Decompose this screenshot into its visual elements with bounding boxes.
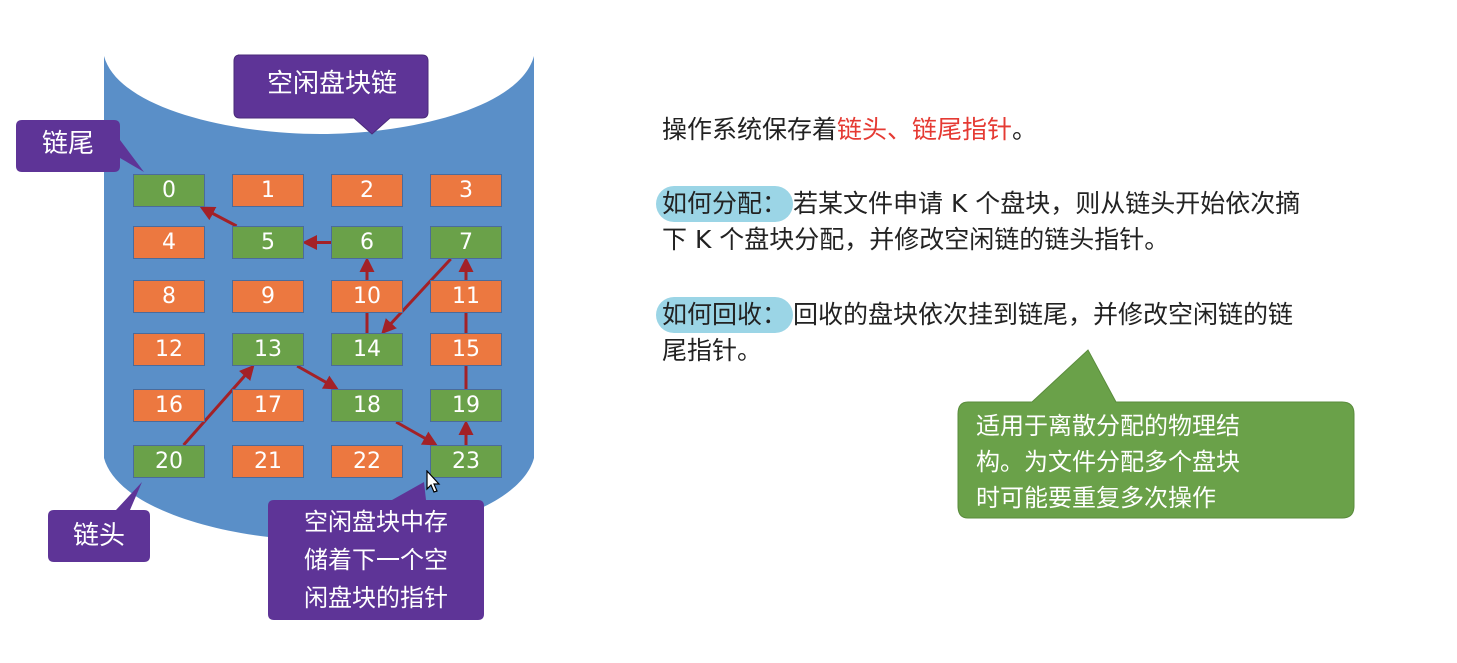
intro-line: 操作系统保存着链头、链尾指针。 xyxy=(662,112,1037,148)
disk-block-7: 7 xyxy=(430,226,502,259)
intro-prefix: 操作系统保存着 xyxy=(662,115,838,144)
disk-drawing xyxy=(104,56,534,540)
disk-block-21: 21 xyxy=(232,445,304,478)
note-callout-shape xyxy=(957,349,1355,519)
free-chain-title: 空闲盘块链 xyxy=(266,69,397,99)
note-line-2: 构。为文件分配多个盘块 xyxy=(976,448,1240,476)
head-callout-shape xyxy=(48,482,150,562)
chain-arrow-7-to-14 xyxy=(381,257,452,335)
tail-label: 链尾 xyxy=(41,129,94,159)
recycle-line-2: 尾指针。 xyxy=(662,336,763,365)
recycle-paragraph: 如何回收：回收的盘块依次挂到链尾，并修改空闲链的链 尾指针。 xyxy=(656,297,1294,369)
disk-block-0: 0 xyxy=(133,174,205,207)
disk-block-3: 3 xyxy=(430,174,502,207)
recycle-label: 如何回收： xyxy=(656,297,794,333)
disk-block-2: 2 xyxy=(331,174,403,207)
disk-block-12: 12 xyxy=(133,333,205,366)
chain-arrow-18-to-23 xyxy=(395,420,438,446)
disk-block-16: 16 xyxy=(133,389,205,422)
disk-block-5: 5 xyxy=(232,226,304,259)
disk-block-10: 10 xyxy=(331,280,403,313)
disk-block-18: 18 xyxy=(331,389,403,422)
disk-block-23: 23 xyxy=(430,445,502,478)
pointer-note: 空闲盘块中存 储着下一个空 闲盘块的指针 xyxy=(270,503,482,617)
note-text: 适用于离散分配的物理结 构。为文件分配多个盘块 时可能要重复多次操作 xyxy=(976,408,1346,516)
pointer-note-line-2: 储着下一个空 xyxy=(304,546,448,574)
note-line-1: 适用于离散分配的物理结 xyxy=(976,412,1240,440)
disk-block-8: 8 xyxy=(133,280,205,313)
allocation-line-2: 下 K 个盘块分配，并修改空闲链的链头指针。 xyxy=(662,225,1170,254)
intro-highlight: 链头、链尾指针 xyxy=(837,115,1013,144)
chain-arrow-13-to-18 xyxy=(296,364,339,390)
pointer-note-line-1: 空闲盘块中存 xyxy=(304,508,448,536)
tail-callout-shape xyxy=(16,120,144,172)
mouse-cursor-icon xyxy=(426,470,441,493)
disk-block-14: 14 xyxy=(331,333,403,366)
disk-block-6: 6 xyxy=(331,226,403,259)
disk-block-9: 9 xyxy=(232,280,304,313)
pointer-note-line-3: 闲盘块的指针 xyxy=(304,584,448,612)
disk-block-17: 17 xyxy=(232,389,304,422)
disk-cylinder xyxy=(104,56,534,540)
disk-block-13: 13 xyxy=(232,333,304,366)
disk-block-15: 15 xyxy=(430,333,502,366)
allocation-line-1: 若某文件申请 K 个盘块，则从链头开始依次摘 xyxy=(793,189,1301,218)
pointer-note-callout-shape xyxy=(268,482,484,620)
intro-suffix: 。 xyxy=(1012,115,1038,144)
chain-arrow-5-to-0 xyxy=(199,206,238,228)
note-line-3: 时可能要重复多次操作 xyxy=(976,484,1216,512)
chain-arrow-20-to-13 xyxy=(182,364,255,446)
allocation-paragraph: 如何分配：若某文件申请 K 个盘块，则从链头开始依次摘 下 K 个盘块分配，并修… xyxy=(656,186,1301,258)
allocation-label: 如何分配： xyxy=(656,186,794,222)
disk-block-1: 1 xyxy=(232,174,304,207)
free-chain-callout-shape xyxy=(233,54,429,135)
disk-block-22: 22 xyxy=(331,445,403,478)
disk-block-4: 4 xyxy=(133,226,205,259)
disk-block-19: 19 xyxy=(430,389,502,422)
disk-block-11: 11 xyxy=(430,280,502,313)
head-label: 链头 xyxy=(72,521,125,551)
disk-block-20: 20 xyxy=(133,445,205,478)
recycle-line-1: 回收的盘块依次挂到链尾，并修改空闲链的链 xyxy=(793,300,1294,329)
